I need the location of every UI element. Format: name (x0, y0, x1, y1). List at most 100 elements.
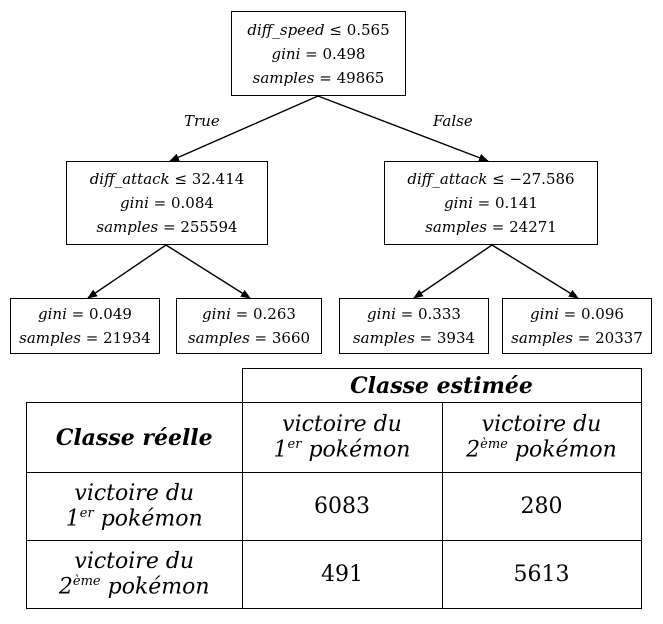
leaf3-gini: gini = 0.333 (367, 302, 461, 326)
confusion-matrix-table: Classe estimée Classe réelle victoire du… (26, 368, 642, 609)
cm-col-first-rank: 1er pokémon (243, 437, 442, 462)
cm-col-second-rank: 2ème pokémon (443, 437, 641, 462)
edge-label-true: True (184, 112, 220, 130)
gini-label: gini (444, 194, 473, 212)
tree-leaf-4: gini = 0.096 samples = 20337 (502, 298, 652, 354)
root-feature: diff_speed (247, 20, 325, 39)
root-split: diff_speed ≤ 0.565 (247, 18, 389, 42)
samples-label: samples (352, 329, 415, 347)
leaf3-gini-value: 0.333 (418, 305, 461, 323)
leaf1-samples-value: 21934 (103, 329, 151, 347)
eq-sign: = (158, 218, 181, 236)
samples-label: samples (96, 218, 159, 236)
rank-sup: er (79, 506, 94, 522)
eq-sign: = (148, 194, 171, 212)
samples-label: samples (425, 218, 487, 236)
eq-sign: = (230, 305, 253, 323)
edge-left-leaf1 (87, 244, 167, 299)
leaf1-gini-value: 0.049 (89, 305, 132, 323)
pokemon-word: pokémon (514, 437, 617, 463)
leaf2-samples: samples = 3660 (188, 326, 310, 350)
left-op: ≤ (174, 170, 188, 188)
leaf2-samples-value: 3660 (271, 329, 311, 347)
rank-num: 1 (273, 437, 288, 463)
root-samples: samples = 49865 (253, 66, 385, 90)
eq-sign: = (314, 68, 337, 87)
right-feature: diff_attack (407, 170, 488, 188)
edge-root-left (169, 95, 319, 162)
eq-sign: = (472, 194, 495, 212)
cm-row-second-label: victoire du 2ème pokémon (26, 540, 243, 609)
tree-root-node: diff_speed ≤ 0.565 gini = 0.498 samples … (231, 11, 406, 96)
leaf4-gini: gini = 0.096 (530, 302, 624, 326)
right-samples: samples = 24271 (425, 215, 557, 239)
cm-row-second-prefix: victoire du (74, 549, 195, 575)
leaf3-samples-value: 3934 (436, 329, 476, 347)
pokemon-word: pokémon (100, 506, 203, 532)
gini-label: gini (202, 305, 231, 323)
cm-col-first-prefix: victoire du (282, 412, 402, 438)
left-split: diff_attack ≤ 32.414 (90, 167, 245, 191)
cm-col-second: victoire du 2ème pokémon (441, 402, 642, 473)
root-op: ≤ (329, 20, 342, 39)
rank-sup: ème (72, 574, 101, 590)
leaf1-samples: samples = 21934 (19, 326, 151, 350)
edge-right-leaf4 (491, 244, 579, 299)
cm-empty-corner (26, 368, 243, 403)
rank-num: 2 (58, 574, 73, 600)
cm-row-first: victoire du 1er pokémon 6083 280 (26, 472, 642, 541)
leaf4-samples-value: 20337 (595, 329, 643, 347)
right-samples-value: 24271 (509, 218, 557, 236)
gini-label: gini (271, 44, 301, 63)
rank-sup: er (287, 437, 302, 453)
tree-leaf-1: gini = 0.049 samples = 21934 (10, 298, 160, 354)
cm-header-row-1: Classe estimée (26, 368, 642, 403)
left-threshold: 32.414 (191, 170, 245, 188)
cm-cell-2-2: 5613 (441, 540, 642, 609)
eq-sign: = (81, 329, 104, 347)
tree-left-node: diff_attack ≤ 32.414 gini = 0.084 sample… (66, 161, 268, 245)
root-threshold: 0.565 (346, 20, 390, 39)
pokemon-word: pokémon (308, 437, 411, 463)
eq-sign: = (249, 329, 272, 347)
left-gini: gini = 0.084 (120, 191, 214, 215)
cm-row-second: victoire du 2ème pokémon 491 5613 (26, 540, 642, 609)
samples-label: samples (252, 68, 315, 87)
tree-edges (87, 95, 579, 299)
left-samples: samples = 255594 (96, 215, 237, 239)
eq-sign: = (487, 218, 510, 236)
cm-header-real: Classe réelle (26, 402, 243, 473)
tree-leaf-3: gini = 0.333 samples = 3934 (339, 298, 489, 354)
samples-label: samples (511, 329, 573, 347)
gini-label: gini (38, 305, 67, 323)
tree-leaf-2: gini = 0.263 samples = 3660 (176, 298, 322, 354)
gini-label: gini (367, 305, 396, 323)
leaf2-gini: gini = 0.263 (202, 302, 296, 326)
cm-row-first-label: victoire du 1er pokémon (26, 472, 243, 541)
eq-sign: = (573, 329, 596, 347)
right-threshold: −27.586 (509, 170, 575, 188)
left-feature: diff_attack (89, 170, 170, 188)
cm-cell-2-1: 491 (241, 540, 443, 609)
eq-sign: = (66, 305, 89, 323)
leaf2-gini-value: 0.263 (253, 305, 296, 323)
cm-header-row-2: Classe réelle victoire du 1er pokémon vi… (26, 402, 642, 473)
cm-row-first-prefix: victoire du (74, 481, 195, 507)
right-gini-value: 0.141 (495, 194, 538, 212)
right-op: ≤ (492, 170, 505, 188)
eq-sign: = (558, 305, 581, 323)
leaf1-gini: gini = 0.049 (38, 302, 132, 326)
right-split: diff_attack ≤ −27.586 (407, 167, 574, 191)
cm-row-second-rank: 2ème pokémon (27, 574, 242, 599)
root-samples-value: 49865 (336, 68, 385, 87)
eq-sign: = (300, 44, 323, 63)
edge-left-leaf2 (165, 244, 251, 299)
eq-sign: = (395, 305, 418, 323)
cm-col-second-prefix: victoire du (481, 412, 602, 438)
left-samples-value: 255594 (180, 218, 238, 236)
left-gini-value: 0.084 (171, 194, 214, 212)
samples-label: samples (19, 329, 81, 347)
cm-col-first: victoire du 1er pokémon (241, 402, 443, 473)
gini-label: gini (530, 305, 559, 323)
leaf4-gini-value: 0.096 (581, 305, 624, 323)
